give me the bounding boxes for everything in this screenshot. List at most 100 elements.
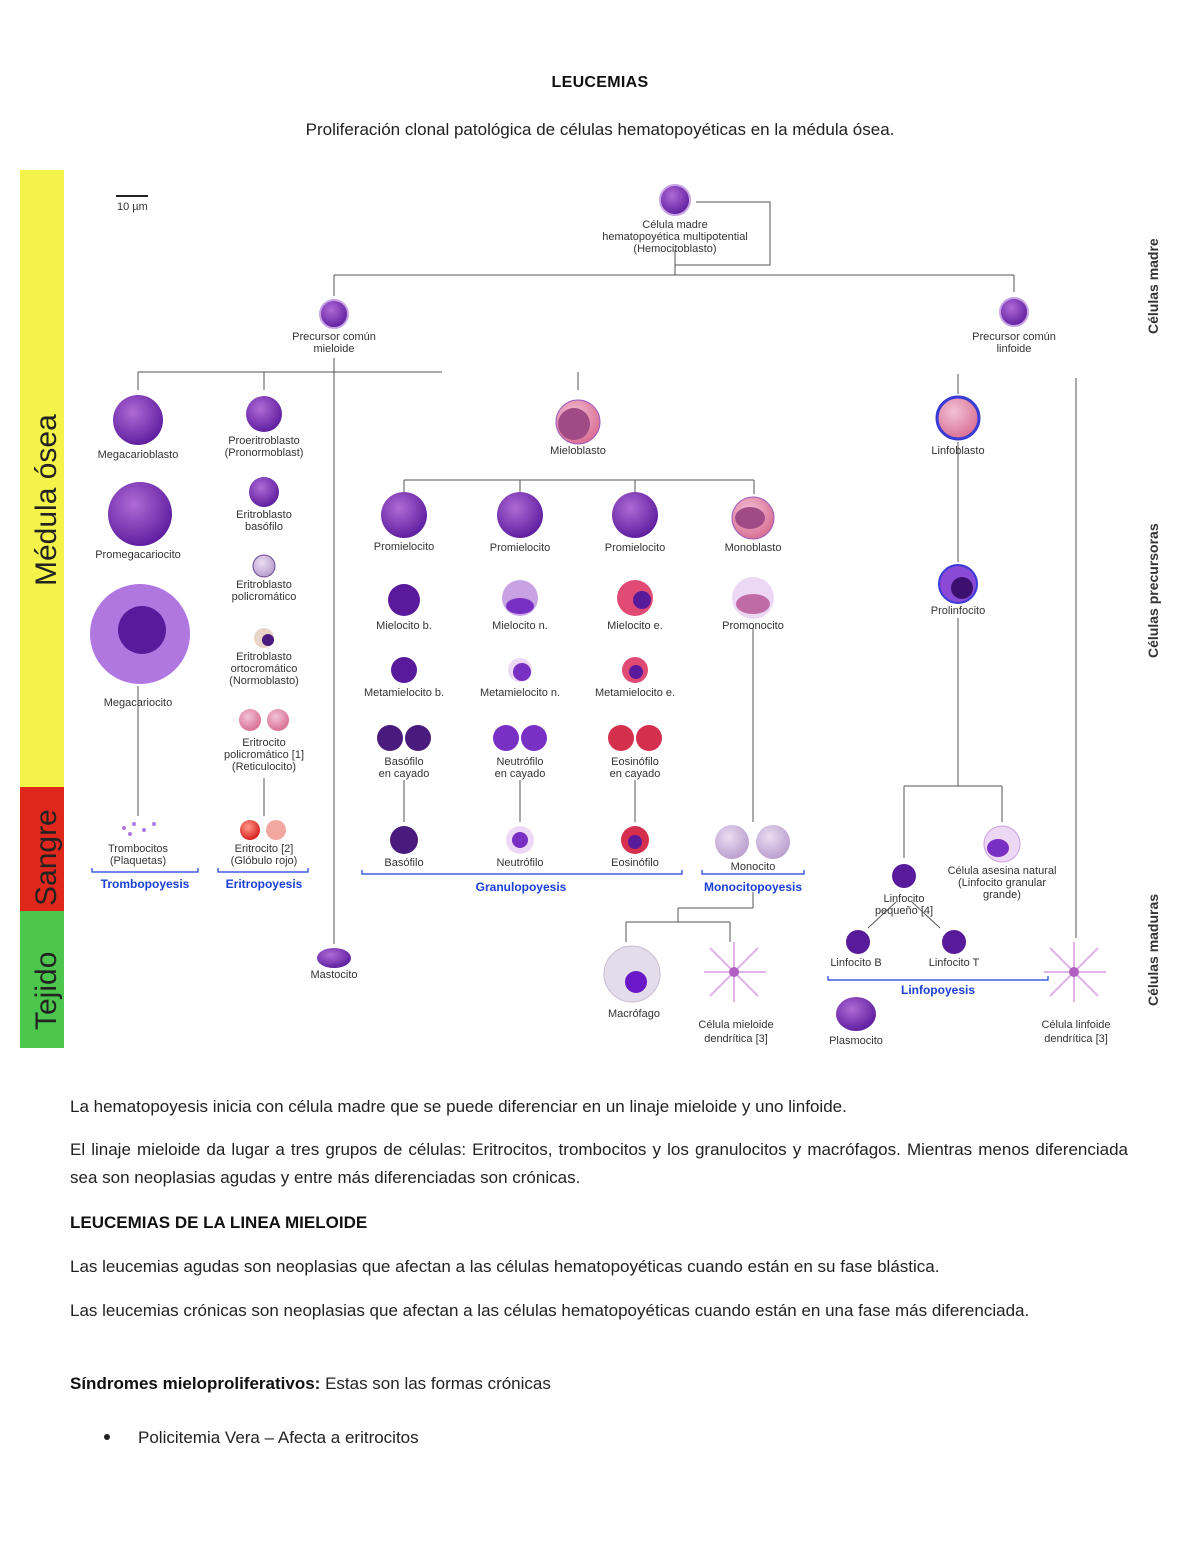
promonocito-nucleus xyxy=(736,594,770,614)
prolinfocito-nucleus xyxy=(951,577,973,599)
plasmocito-label: Plasmocito xyxy=(829,1035,883,1047)
reticulocito-label-3: (Reticulocito) xyxy=(232,761,296,773)
reticulocito-label-2: policromático [1] xyxy=(224,749,304,761)
metamielocito-label-2: Metamielocito n. xyxy=(480,687,560,699)
trombocitos-label-2: (Plaquetas) xyxy=(110,855,166,867)
linfocito-pequeno-label-1: Linfocito xyxy=(884,893,925,905)
tissue-band xyxy=(20,911,64,1048)
paragraph-1: La hematopoyesis inicia con célula madre… xyxy=(70,1097,847,1116)
dendritica-linfoide-label-1: Célula linfoide xyxy=(1041,1019,1110,1031)
plasmocito-cell xyxy=(836,997,876,1031)
myeloid-precursor-label-2: mieloide xyxy=(314,343,355,355)
monoblasto-nucleus xyxy=(735,507,765,529)
dendritica-linfoide-cell xyxy=(1044,942,1106,1002)
myeloid-precursor-cell xyxy=(319,299,349,329)
metamielocito-label-3: Metamielocito e. xyxy=(595,687,675,699)
metamielocito-label-1: Metamielocito b. xyxy=(364,687,444,699)
monoblasto-label: Monoblasto xyxy=(725,542,782,554)
eritroblasto-policromatico-label-2: policromático xyxy=(232,591,297,603)
promielocito-label-2: Promielocito xyxy=(490,542,551,554)
cayado-b-label-1: Basófilo xyxy=(384,756,423,768)
dendritica-mieloide-label-2: dendrítica [3] xyxy=(704,1033,768,1045)
myeloid-precursor-label-1: Precursor común xyxy=(292,331,376,343)
stem-label-1: Célula madre xyxy=(642,219,707,231)
reticulocito-cell-1 xyxy=(239,709,261,731)
mielocito-label-3: Mielocito e. xyxy=(607,620,663,632)
stem-label-2: hematopoyética multipotential xyxy=(602,231,748,243)
promielocito-label-1: Promielocito xyxy=(374,541,435,553)
eritroblasto-policromatico-label-1: Eritroblasto xyxy=(236,579,292,591)
side-label-stem: Células madre xyxy=(1145,238,1161,334)
linfocito-pequeno-label-2: pequeño [4] xyxy=(875,905,933,917)
eritroblasto-basofilo-label-2: basófilo xyxy=(245,521,283,533)
linfopoyesis-label: Linfopoyesis xyxy=(901,983,975,997)
monocito-cell-1 xyxy=(715,825,749,859)
megacarioblasto-label: Megacarioblasto xyxy=(98,449,179,461)
page-subtitle: Proliferación clonal patológica de célul… xyxy=(305,120,895,139)
connector-lines xyxy=(137,201,1077,944)
macrofago-nucleus xyxy=(625,971,647,993)
dendritica-mieloide-label-1: Célula mieloide xyxy=(698,1019,773,1031)
lymphoid-precursor-label-1: Precursor común xyxy=(972,331,1056,343)
lymphoid-precursor-cell xyxy=(999,297,1029,327)
linfocito-b-label: Linfocito B xyxy=(830,957,881,969)
trombocitos-label-1: Trombocitos xyxy=(108,843,169,855)
nk-nucleus xyxy=(987,839,1009,857)
monocito-label: Monocito xyxy=(731,861,776,873)
macrofago-label: Macrófago xyxy=(608,1008,660,1020)
promegacariocito-cell xyxy=(108,482,172,546)
linfoblasto-label: Linfoblasto xyxy=(931,445,984,457)
eosinofilo-label: Eosinófilo xyxy=(611,857,659,869)
mieloblasto-nucleus xyxy=(558,408,590,440)
metamielocito-labels: Metamielocito b. Metamielocito n. Metami… xyxy=(364,687,675,699)
mastocito-label: Mastocito xyxy=(310,969,357,981)
page-title: LEUCEMIAS xyxy=(551,74,649,91)
dendritica-mieloide-cell xyxy=(704,942,766,1002)
bullet-icon xyxy=(104,1433,110,1440)
linfocito-t-cell xyxy=(942,930,966,954)
stem-cell xyxy=(659,184,691,216)
trombocitos-cells xyxy=(122,822,156,836)
cayado-e-label-1: Eosinófilo xyxy=(611,756,659,768)
cayado-n-label-2: en cayado xyxy=(495,768,546,780)
scale-label: 10 µm xyxy=(117,201,148,213)
linfocito-b-cell xyxy=(846,930,870,954)
linfocito-t-label: Linfocito T xyxy=(929,957,980,969)
side-label-mature: Células maduras xyxy=(1145,894,1161,1006)
granulopoyesis-label: Granulopoyesis xyxy=(476,880,567,894)
reticulocito-label-1: Eritrocito xyxy=(242,737,285,749)
lymphoid-precursor-label-2: linfoide xyxy=(997,343,1032,355)
cayado-b-label-2: en cayado xyxy=(379,768,430,780)
megacariocito-nucleus xyxy=(118,606,166,654)
nk-label-2: (Linfocito granular xyxy=(958,877,1046,889)
eritroblasto-ortocromatico-nucleus xyxy=(262,634,274,646)
monocitopoyesis-label: Monocitopoyesis xyxy=(704,880,802,894)
linfoblasto-cell xyxy=(935,395,981,441)
proeritroblasto-cell xyxy=(246,396,282,432)
basofilo-label: Basófilo xyxy=(384,857,423,869)
blood-band xyxy=(20,787,64,911)
stem-label-3: (Hemocitoblasto) xyxy=(633,243,716,255)
trombopoyesis-label: Trombopoyesis xyxy=(101,877,190,891)
megacariocito-label: Megacariocito xyxy=(104,697,172,709)
mastocito-cell xyxy=(317,948,351,968)
tissue-band-label: Tejido xyxy=(30,952,63,1030)
nk-label-1: Célula asesina natural xyxy=(948,865,1057,877)
mielocito-label-2: Mielocito n. xyxy=(492,620,548,632)
eritroblasto-basofilo-label-1: Eritroblasto xyxy=(236,509,292,521)
bullet-text: Policitemia Vera – Afecta a eritrocitos xyxy=(138,1428,419,1447)
nk-label-3: grande) xyxy=(983,889,1021,901)
paragraph-5: Síndromes mieloproliferativos: Estas son… xyxy=(70,1370,1128,1398)
eritrocito-label-2: (Glóbulo rojo) xyxy=(231,855,298,867)
eritrocito-cell-1 xyxy=(240,820,260,840)
megacarioblasto-cell xyxy=(113,395,163,445)
reticulocito-cell-2 xyxy=(267,709,289,731)
cayado-labels: Basófilo en cayado Neutrófilo en cayado … xyxy=(379,756,661,780)
eritropoyesis-label: Eritropoyesis xyxy=(226,877,303,891)
blood-band-label: Sangre xyxy=(30,809,63,906)
paragraph-2: El linaje mieloide da lugar a tres grupo… xyxy=(70,1140,1128,1187)
mieloblasto-label: Mieloblasto xyxy=(550,445,606,457)
mielocito-label-1: Mielocito b. xyxy=(376,620,432,632)
promielocito-labels: Promielocito Promielocito Promielocito xyxy=(374,541,666,554)
granulocito-maduro-labels: Basófilo Neutrófilo Eosinófilo xyxy=(384,857,658,869)
